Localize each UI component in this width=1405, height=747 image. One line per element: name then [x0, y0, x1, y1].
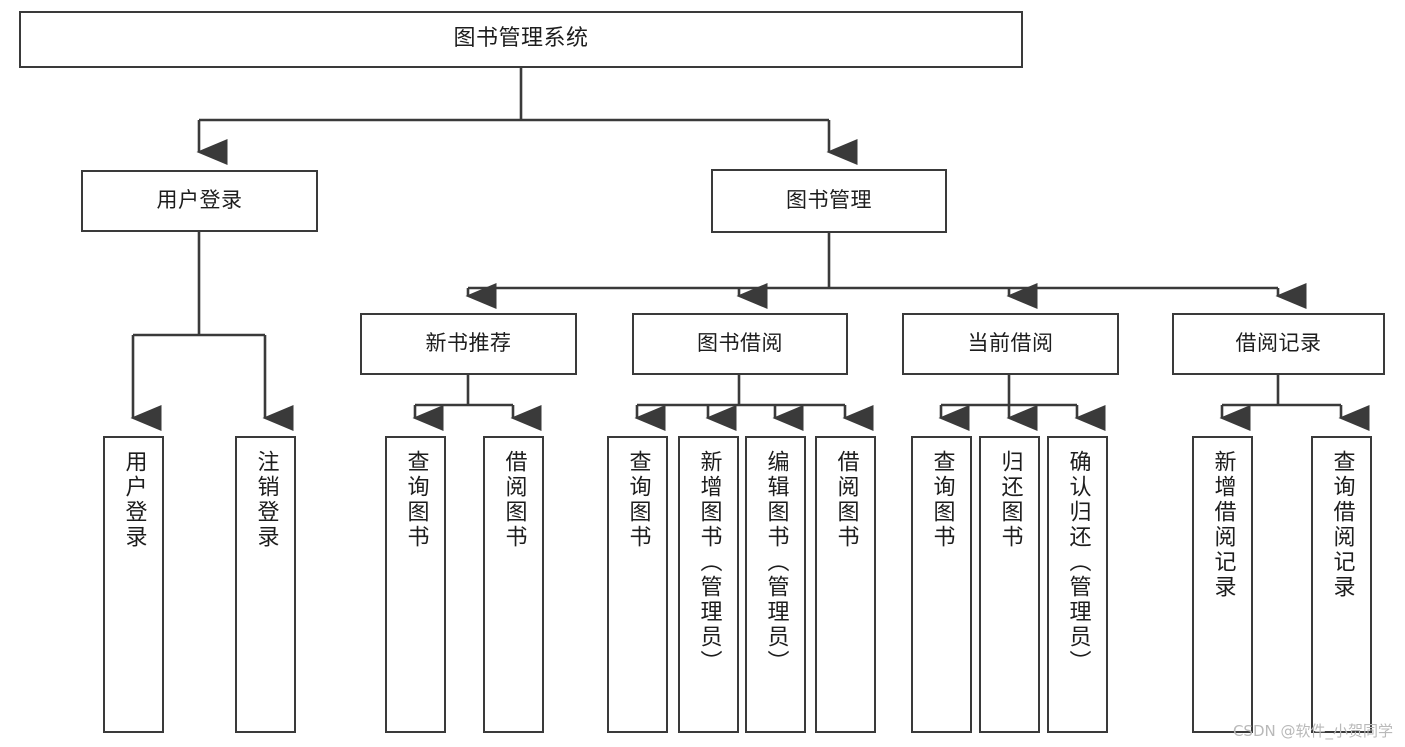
- node-label: 编辑图书（管理员）: [763, 450, 789, 675]
- node-label: 查询图书: [929, 450, 955, 550]
- node-leaf-query-book-1[interactable]: 查询图书: [385, 436, 446, 733]
- node-label: 图书借阅: [697, 331, 783, 356]
- node-label: 借阅图书: [833, 450, 859, 550]
- watermark: CSDN @软件_小贺同学: [1232, 722, 1393, 740]
- node-label: 新增借阅记录: [1210, 450, 1236, 600]
- node-leaf-add-record[interactable]: 新增借阅记录: [1192, 436, 1253, 733]
- node-label: 注销登录: [253, 450, 279, 550]
- node-label: 图书管理系统: [453, 26, 589, 52]
- node-leaf-confirm-return[interactable]: 确认归还（管理员）: [1047, 436, 1108, 733]
- node-leaf-query-book-3[interactable]: 查询图书: [911, 436, 972, 733]
- node-label: 归还图书: [997, 450, 1023, 550]
- node-label: 当前借阅: [967, 331, 1054, 356]
- node-leaf-query-book-2[interactable]: 查询图书: [607, 436, 668, 733]
- node-label: 借阅记录: [1235, 331, 1322, 356]
- node-label: 用户登录: [121, 450, 147, 550]
- node-new-book-recommend[interactable]: 新书推荐: [360, 313, 577, 375]
- node-leaf-borrow-book-2[interactable]: 借阅图书: [815, 436, 876, 733]
- node-book-borrow[interactable]: 图书借阅: [632, 313, 848, 375]
- node-leaf-borrow-book-1[interactable]: 借阅图书: [483, 436, 544, 733]
- node-label: 确认归还（管理员）: [1065, 450, 1091, 675]
- node-leaf-add-book[interactable]: 新增图书（管理员）: [678, 436, 739, 733]
- node-label: 查询借阅记录: [1329, 450, 1355, 600]
- node-leaf-return-book[interactable]: 归还图书: [979, 436, 1040, 733]
- node-label: 查询图书: [403, 450, 429, 550]
- node-leaf-logout-login[interactable]: 注销登录: [235, 436, 296, 733]
- node-current-borrow[interactable]: 当前借阅: [902, 313, 1119, 375]
- node-leaf-query-record[interactable]: 查询借阅记录: [1311, 436, 1372, 733]
- node-root-system[interactable]: 图书管理系统: [19, 11, 1023, 68]
- node-leaf-edit-book[interactable]: 编辑图书（管理员）: [745, 436, 806, 733]
- node-label: 新书推荐: [425, 331, 512, 356]
- node-label: 图书管理: [786, 188, 872, 213]
- node-label: 借阅图书: [501, 450, 527, 550]
- node-label: 用户登录: [156, 188, 243, 213]
- node-user-login[interactable]: 用户登录: [81, 170, 318, 232]
- node-leaf-user-login[interactable]: 用户登录: [103, 436, 164, 733]
- node-label: 查询图书: [625, 450, 651, 550]
- node-book-manage[interactable]: 图书管理: [711, 169, 947, 233]
- node-label: 新增图书（管理员）: [696, 450, 722, 675]
- node-borrow-record[interactable]: 借阅记录: [1172, 313, 1385, 375]
